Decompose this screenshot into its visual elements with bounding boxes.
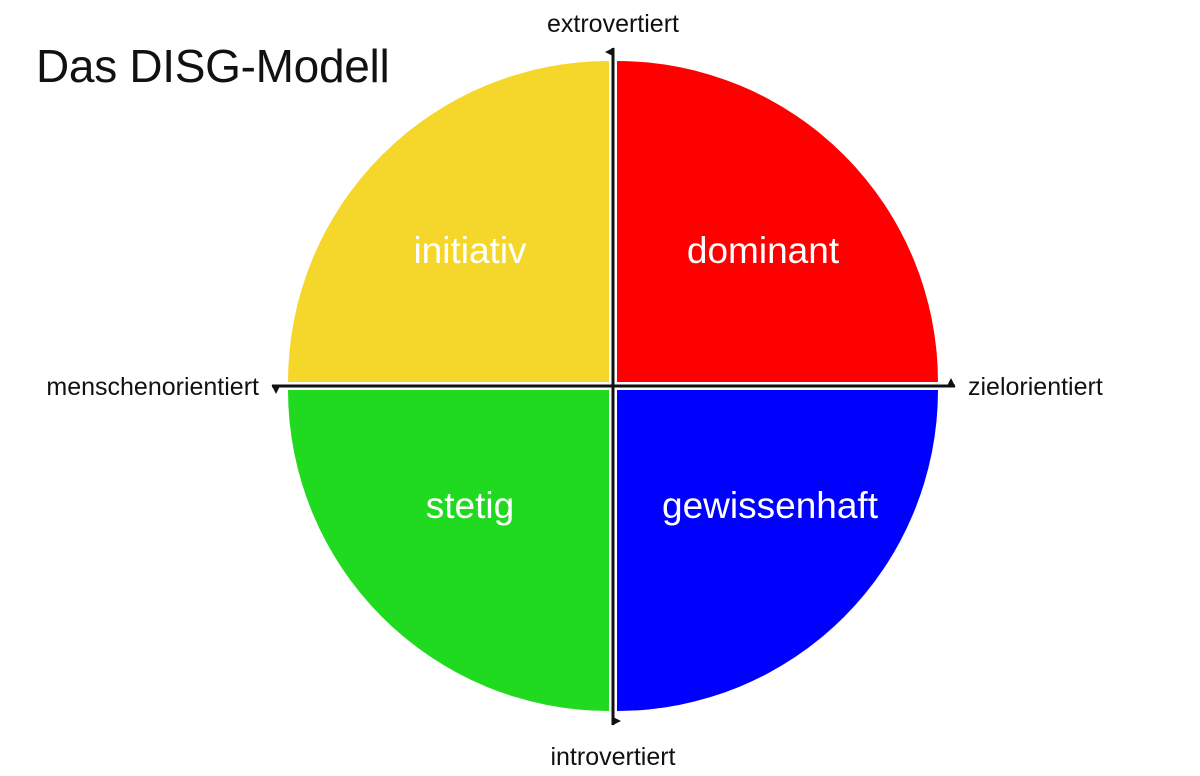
page-title: Das DISG-Modell xyxy=(36,40,389,92)
quadrant-wedge-gewissenhaft[interactable] xyxy=(617,390,938,711)
quadrant-label-dominant: dominant xyxy=(687,230,840,271)
quadrant-label-gewissenhaft: gewissenhaft xyxy=(662,485,879,526)
axis-label-introvertiert: introvertiert xyxy=(550,743,675,771)
quadrant-wedge-stetig[interactable] xyxy=(288,390,609,711)
quadrant-wedge-dominant[interactable] xyxy=(617,61,938,382)
axis-label-menschenorientiert: menschenorientiert xyxy=(46,373,259,401)
quadrant-wedge-initiativ[interactable] xyxy=(288,61,609,382)
axis-label-zielorientiert: zielorientiert xyxy=(968,373,1103,401)
quadrant-label-initiativ: initiativ xyxy=(413,230,527,271)
axis-label-extrovertiert: extrovertiert xyxy=(547,10,679,38)
quadrant-label-stetig: stetig xyxy=(426,485,514,526)
